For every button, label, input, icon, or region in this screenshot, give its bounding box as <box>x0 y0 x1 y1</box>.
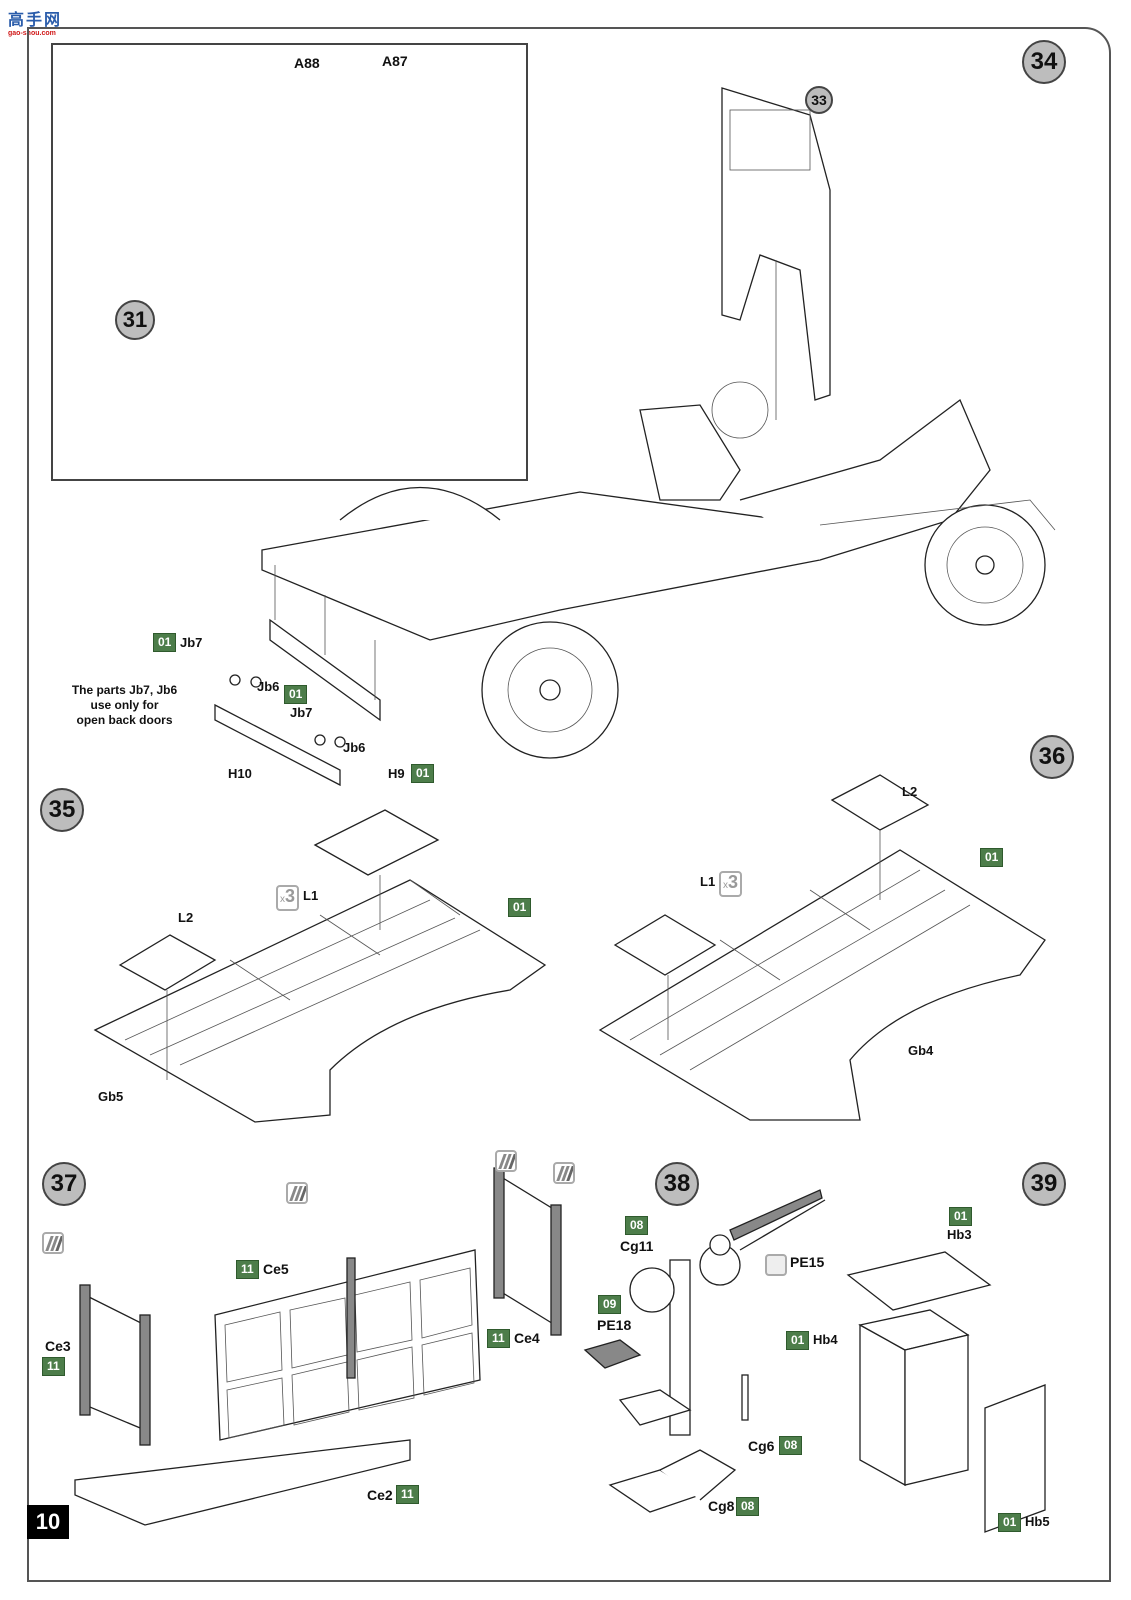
paint-code-badge-cg6: 08 <box>779 1436 803 1455</box>
drill-press-38-illustration <box>583 1189 826 1513</box>
multiplier-value: 3 <box>285 886 296 906</box>
part-label-hb5: Hb5 <box>1025 1514 1050 1529</box>
part-label-cg8: Cg8 <box>708 1498 735 1514</box>
paint-code-badge-ce3: 11 <box>42 1357 65 1376</box>
paint-code-badge-ce4: 11 <box>487 1329 510 1348</box>
part-label-cg6: Cg6 <box>748 1438 775 1454</box>
paint-code-badge-h9: 01 <box>411 764 435 783</box>
multiplier-value: 3 <box>728 872 739 892</box>
paint-code-badge-ce5: 11 <box>236 1260 259 1279</box>
quantity-multiplier-35: x3 <box>276 885 300 911</box>
part-label-ce2: Ce2 <box>367 1487 393 1503</box>
truck-chassis-illustration <box>261 381 1056 759</box>
page-frame <box>27 27 1111 1582</box>
cabinet-box-39-illustration <box>846 1251 1046 1533</box>
note-line-1: The parts Jb7, Jb6 <box>71 683 178 697</box>
part-label-cg11: Cg11 <box>620 1238 654 1254</box>
paint-code-badge-pe18: 09 <box>598 1295 622 1314</box>
paint-code-badge-36: 01 <box>980 848 1004 867</box>
paint-code-badge-jb6: 01 <box>284 685 308 704</box>
paint-code-badge-hb4: 01 <box>786 1331 810 1350</box>
quantity-multiplier-36: x3 <box>719 871 743 897</box>
cab-back-panel-illustration <box>721 87 831 420</box>
open-back-doors-note: The parts Jb7, Jb6 use only for open bac… <box>62 683 187 728</box>
part-label-l1-36: L1 <box>700 874 716 889</box>
step-badge-37: 37 <box>42 1162 86 1206</box>
photo-etch-icon <box>765 1254 787 1276</box>
multiplier-prefix: x <box>723 880 728 891</box>
detail-inset-34 <box>51 43 528 481</box>
part-label-ce3: Ce3 <box>45 1338 71 1354</box>
paint-swatch-icon-ce5 <box>286 1182 308 1204</box>
step-badge-33: 33 <box>805 86 833 114</box>
part-label-ce5: Ce5 <box>263 1261 289 1277</box>
step-badge-38: 38 <box>655 1162 699 1206</box>
note-line-2: use only for <box>90 698 159 712</box>
paint-swatch-icon-ce4-left <box>495 1150 517 1172</box>
step-badge-39: 39 <box>1022 1162 1066 1206</box>
paint-code-badge-hb3: 01 <box>949 1207 973 1226</box>
step-badge-34: 34 <box>1022 40 1066 84</box>
part-label-jb7-bottom: Jb7 <box>290 705 313 720</box>
part-label-hb4: Hb4 <box>813 1332 838 1347</box>
paint-code-badge-cg8: 08 <box>736 1497 760 1516</box>
part-label-pe15: PE15 <box>790 1254 825 1270</box>
paint-swatch-icon-ce4-right <box>553 1162 575 1184</box>
part-label-a88: A88 <box>294 55 320 71</box>
page-number: 10 <box>27 1505 69 1539</box>
part-label-hb3: Hb3 <box>947 1227 972 1242</box>
paint-swatch-icon-ce3 <box>42 1232 64 1254</box>
paint-code-badge-35: 01 <box>508 898 532 917</box>
step-badge-31: 31 <box>115 300 155 340</box>
paint-code-badge-hb5: 01 <box>998 1513 1022 1532</box>
part-label-a87: A87 <box>382 53 408 69</box>
part-label-h10: H10 <box>228 766 252 781</box>
part-label-l1-35: L1 <box>303 888 319 903</box>
part-label-ce4: Ce4 <box>514 1330 540 1346</box>
watermark-logo-text: 高手网 <box>8 12 63 29</box>
part-label-jb7-top: Jb7 <box>180 635 203 650</box>
floor-frame-35-illustration <box>93 809 547 1123</box>
part-label-jb6-bottom: Jb6 <box>343 740 366 755</box>
paint-code-badge-jb7: 01 <box>153 633 177 652</box>
part-label-gb4: Gb4 <box>908 1043 934 1058</box>
multiplier-prefix: x <box>280 894 285 905</box>
tailgate-illustration <box>214 565 381 787</box>
part-label-pe18: PE18 <box>597 1317 632 1333</box>
paint-code-badge-ce2: 11 <box>396 1485 419 1504</box>
floor-frame-36-illustration <box>598 774 1046 1121</box>
note-line-3: open back doors <box>76 713 173 727</box>
part-label-h9: H9 <box>388 766 405 781</box>
step-badge-36: 36 <box>1030 735 1074 779</box>
part-label-l2-36: L2 <box>902 784 918 799</box>
part-label-gb5: Gb5 <box>98 1089 124 1104</box>
part-label-jb6-top: Jb6 <box>257 679 280 694</box>
shelf-cabinet-37-illustration <box>74 1167 562 1526</box>
step-badge-35: 35 <box>40 788 84 832</box>
paint-code-badge-cg11: 08 <box>625 1216 649 1235</box>
part-label-l2-35: L2 <box>178 910 194 925</box>
